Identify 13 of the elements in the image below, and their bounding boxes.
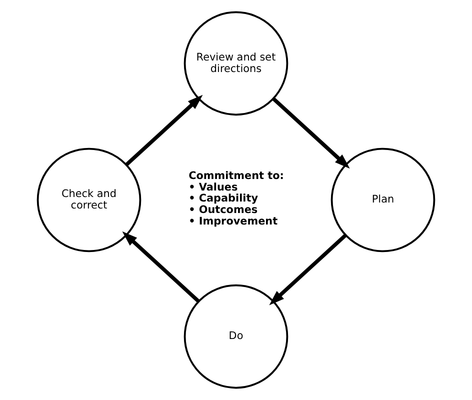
label: • Capability	[188, 192, 258, 205]
arrow	[125, 94, 203, 166]
label: Commitment to:	[188, 170, 284, 182]
arrow	[272, 97, 350, 169]
node-circle: Plan	[330, 148, 436, 252]
arrow	[122, 231, 200, 303]
arrow	[269, 234, 347, 306]
node-circle: Review and set directions	[184, 11, 288, 116]
label: • Improvement	[188, 215, 278, 228]
node-circle: Check and correct	[36, 148, 142, 252]
label: • Values	[188, 181, 238, 194]
label: • Outcomes	[188, 204, 258, 216]
node-circle: Do	[184, 284, 288, 389]
